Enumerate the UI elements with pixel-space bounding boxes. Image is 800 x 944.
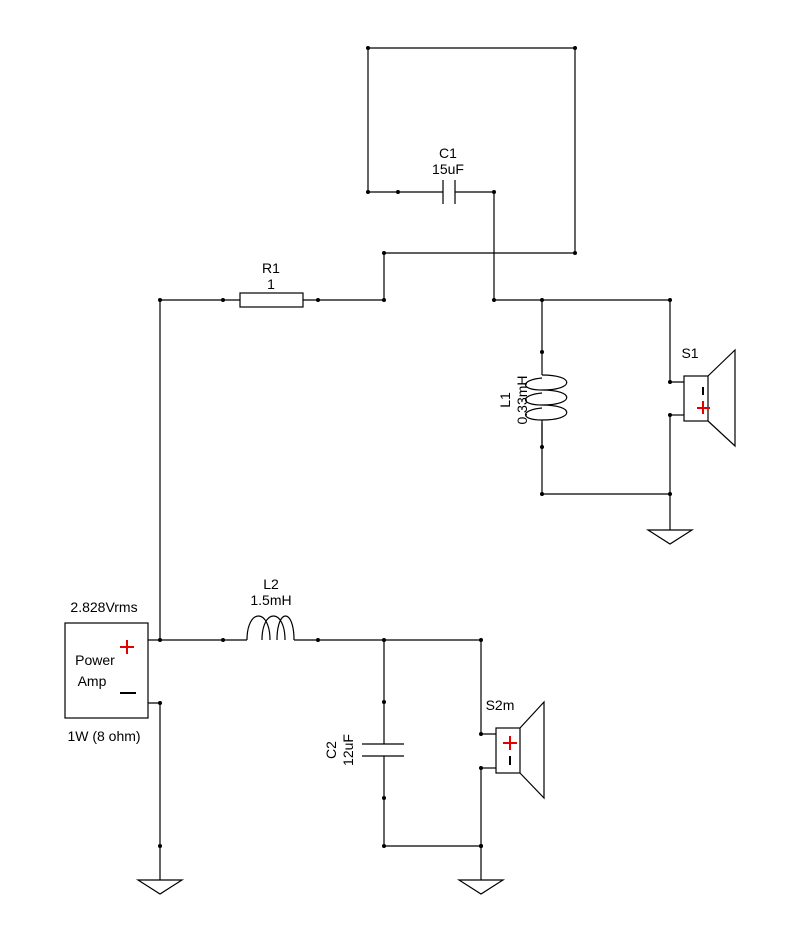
amp-rating-label: 1W (8 ohm) xyxy=(67,728,140,744)
amp-name-line2: Amp xyxy=(78,673,107,689)
speaker-s1[interactable]: S1 xyxy=(681,345,736,448)
junction-dots xyxy=(158,46,672,848)
r1-value-label: 1 xyxy=(267,276,275,292)
ground-icon xyxy=(456,879,506,895)
wire-c2-bottom xyxy=(383,756,481,847)
wires xyxy=(148,47,684,880)
s2-ref-label: S2m xyxy=(486,697,515,713)
amp-name-line1: Power xyxy=(75,652,115,668)
l1-ref-label: L1 xyxy=(497,392,513,408)
wire-c1-right-lead xyxy=(455,191,495,300)
l1-value-label: 0.33mH xyxy=(514,375,530,424)
c1-ref-label: C1 xyxy=(439,145,457,161)
inductor-l1[interactable]: L1 0.33mH xyxy=(497,352,568,447)
capacitor-c1[interactable]: C1 15uF xyxy=(432,145,464,204)
amp-voltage-label: 2.828Vrms xyxy=(70,599,137,615)
wire-to-s1-top xyxy=(494,299,684,383)
power-amp[interactable]: Power Amp 2.828Vrms 1W (8 ohm) xyxy=(64,599,149,744)
resistor-r1[interactable]: R1 1 xyxy=(239,260,304,308)
wire-l1-bottom xyxy=(541,423,670,495)
speaker-s2m[interactable]: S2m xyxy=(486,697,545,800)
wire-c1-loop-left xyxy=(367,48,398,193)
capacitor-c2[interactable]: C2 12uF xyxy=(323,734,404,766)
c1-value-label: 15uF xyxy=(432,161,464,177)
wire-amp-ground xyxy=(148,702,161,880)
ground-icon xyxy=(645,529,695,545)
wire-amp-to-r1 xyxy=(159,299,240,640)
wire-c1-loop-right xyxy=(368,47,576,300)
l2-ref-label: L2 xyxy=(263,576,279,592)
r1-ref-label: R1 xyxy=(262,260,280,276)
l2-value-label: 1.5mH xyxy=(250,592,291,608)
inductor-l2[interactable]: L2 1.5mH xyxy=(246,576,295,641)
wire-l2-to-s2 xyxy=(294,639,496,735)
c2-ref-label: C2 xyxy=(323,741,339,759)
c2-value-label: 12uF xyxy=(340,734,356,766)
ground-icon xyxy=(135,879,185,895)
s1-ref-label: S1 xyxy=(681,345,698,361)
